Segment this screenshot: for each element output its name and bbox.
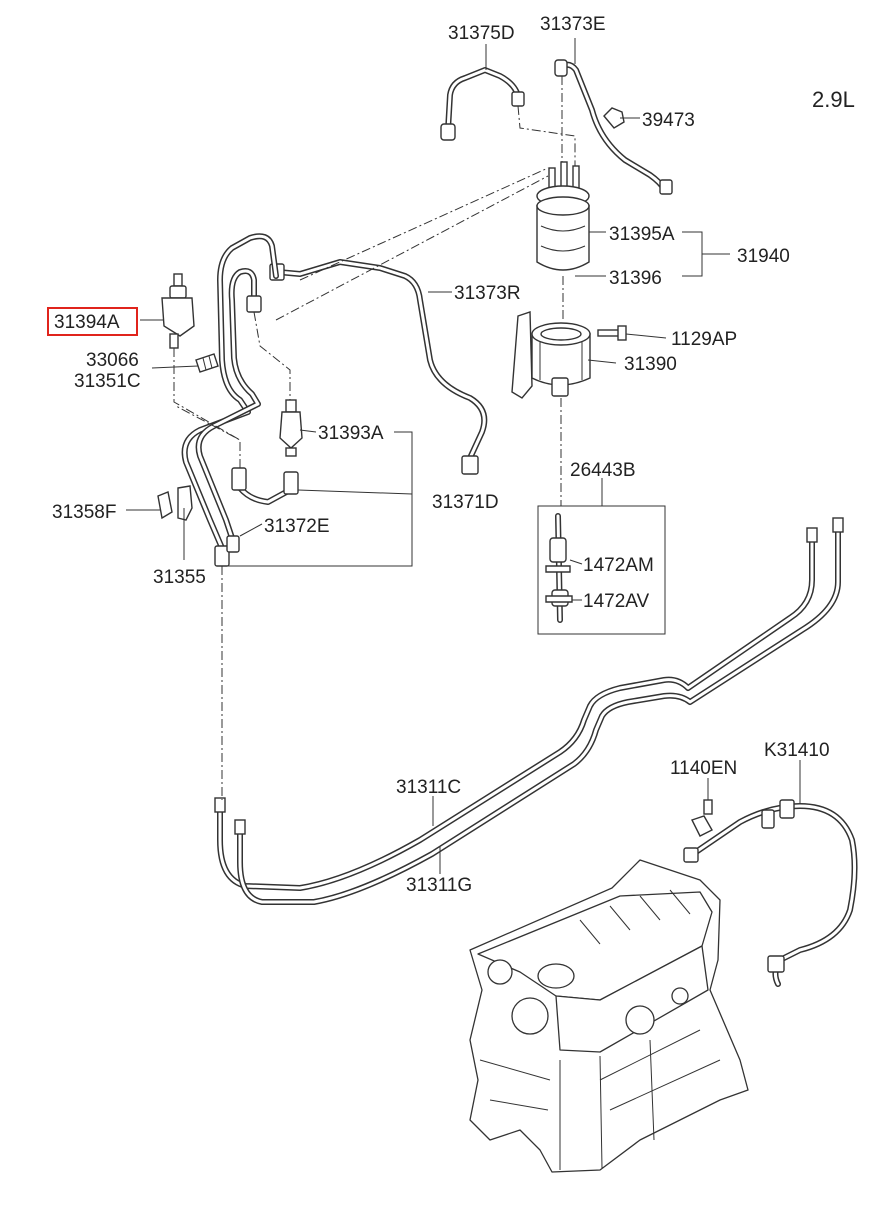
label-31393a: 31393A <box>318 423 384 444</box>
breather-hose-k31410 <box>683 799 858 987</box>
label-31394a-highlight <box>47 307 138 336</box>
label-1472av: 1472AV <box>583 591 650 612</box>
label-1129ap: 1129AP <box>671 329 737 350</box>
label-26443b: 26443B <box>570 460 636 481</box>
fuel-line-assembly-left <box>181 233 279 567</box>
label-31396: 31396 <box>609 268 662 289</box>
label-31355: 31355 <box>153 567 206 588</box>
label-33066: 33066 <box>86 350 139 371</box>
label-31390: 31390 <box>624 354 677 375</box>
bolt-1129ap <box>597 325 627 341</box>
label-31373e: 31373E <box>540 14 606 35</box>
detail-box-26443b <box>537 505 666 635</box>
label-1140en: 1140EN <box>670 758 737 779</box>
engine-block <box>469 859 749 1173</box>
label-31311g: 31311G <box>406 875 472 896</box>
fuel-heater-31393a <box>279 399 303 457</box>
label-31395a: 31395A <box>609 224 675 245</box>
label-31351c: 31351C <box>74 371 141 392</box>
bolt-1140en <box>691 799 713 837</box>
label-31373r: 31373R <box>454 283 521 304</box>
label-31358f: 31358F <box>52 502 116 523</box>
label-31375d: 31375D <box>448 23 515 44</box>
clip-33066 <box>195 353 219 373</box>
label-39473: 39473 <box>642 110 695 131</box>
clip-31355 <box>177 485 193 521</box>
label-31311c: 31311C <box>396 777 461 798</box>
water-sensor-31394a <box>161 273 195 349</box>
fuel-filter-31395a <box>536 161 590 271</box>
leader-lines <box>126 38 801 874</box>
label-31371d: 31371D <box>432 492 499 513</box>
label-31372e: 31372E <box>264 516 330 537</box>
hose-31373e <box>554 59 673 195</box>
clip-31358f <box>157 491 173 520</box>
engine-variant-label: 2.9L <box>812 87 855 112</box>
fuel-line-31311g <box>214 517 844 905</box>
label-31394a: 31394A <box>54 312 120 333</box>
hose-31371d <box>231 467 299 505</box>
label-1472am: 1472AM <box>583 555 654 576</box>
label-31940: 31940 <box>737 246 790 267</box>
clip-39473 <box>603 107 625 129</box>
hose-31375d <box>440 67 525 141</box>
filter-bracket-31390 <box>511 311 591 399</box>
fuel-line-31311c <box>217 533 815 891</box>
label-k31410: K31410 <box>764 740 830 761</box>
